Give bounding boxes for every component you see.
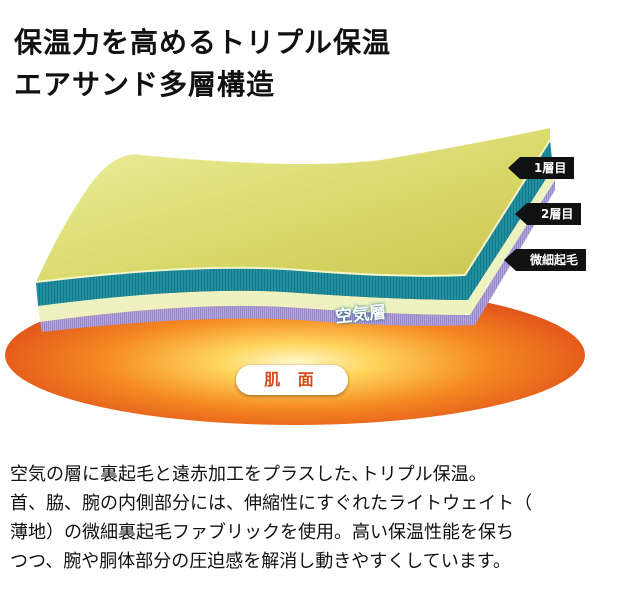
description-line-1: 空気の層に裏起毛と遠赤加工をプラスした､トリプル保温。: [10, 464, 487, 485]
top-layer-edge: [35, 139, 551, 283]
brushed-layer-label: 微細起毛: [503, 249, 587, 271]
layer-1-label: 1層目: [507, 157, 575, 179]
headline-line-1: 保温力を高めるトリプル保温: [14, 26, 392, 59]
top-layer: [36, 128, 550, 282]
air-layer-label: 空気層: [334, 302, 388, 328]
description: 空気の層に裏起毛と遠赤加工をプラスした､トリプル保温。 首、脇、腕の内側部分には…: [10, 460, 615, 576]
air-layer: [36, 140, 553, 306]
description-line-4: つつ、腕や胴体部分の圧迫感を解消し動きやすくしています。: [10, 551, 511, 572]
headline: 保温力を高めるトリプル保温 エアサンド多層構造: [14, 22, 614, 106]
layer-structure-diagram: [5, 128, 585, 425]
headline-line-2: エアサンド多層構造: [14, 68, 276, 101]
description-line-2: 首、脇、腕の内側部分には、伸縮性にすぐれたライトウェイト（: [10, 493, 533, 514]
second-layer: [38, 168, 555, 322]
layer-2-label: 2層目: [514, 203, 582, 225]
skin-surface-label: 肌 面: [236, 365, 348, 395]
brushed-layer: [40, 180, 555, 332]
description-line-3: 薄地）の微細裏起毛ファブリックを使用。高い保温性能を保ち: [10, 522, 514, 543]
